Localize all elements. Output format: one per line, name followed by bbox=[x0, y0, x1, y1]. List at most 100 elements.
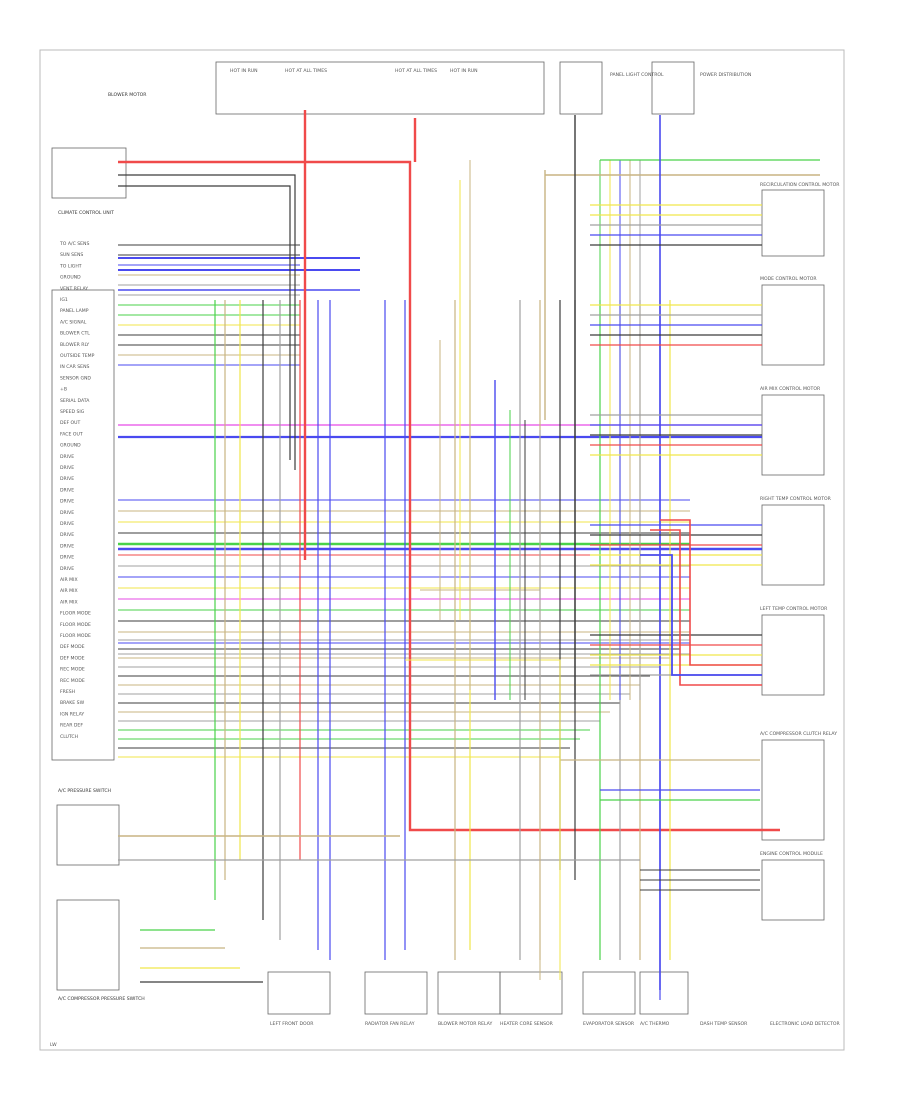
label-blower-motor: BLOWER MOTOR bbox=[108, 92, 147, 98]
red-power-wire bbox=[118, 160, 780, 832]
bottom-component-label: EVAPORATOR SENSOR bbox=[583, 1021, 635, 1027]
heater-sensor-box bbox=[499, 971, 563, 1015]
left-pin-label: DRIVE bbox=[60, 454, 74, 460]
black-feed bbox=[118, 174, 296, 470]
label-compressor-switch: A/C COMPRESSOR PRESSURE SWITCH bbox=[58, 996, 145, 1002]
right-component-label: AIR MIX CONTROL MOTOR bbox=[760, 386, 821, 392]
left-pin-label: BRAKE SW bbox=[60, 700, 85, 706]
bottom-component-label: DASH TEMP SENSOR bbox=[700, 1021, 748, 1027]
red-loop-2 bbox=[650, 529, 762, 686]
right-component-label: LEFT TEMP CONTROL MOTOR bbox=[760, 606, 828, 612]
left-pin-label: DRIVE bbox=[60, 543, 74, 549]
diagram-border bbox=[39, 49, 845, 1051]
footer-label: LW bbox=[50, 1042, 57, 1048]
left-pin-label: TO LIGHT bbox=[59, 263, 82, 269]
wire-group bbox=[118, 110, 820, 1000]
left-pin-label: FRESH bbox=[60, 689, 75, 695]
left-pin-label: DEF OUT bbox=[60, 420, 81, 426]
left-pin-label: REAR DEF bbox=[60, 723, 83, 729]
label-power-dist: POWER DISTRIBUTION bbox=[700, 72, 751, 78]
black-feed-2 bbox=[118, 185, 291, 460]
left-pin-label: DRIVE bbox=[60, 476, 74, 482]
left-pin-label: IGN RELAY bbox=[60, 711, 84, 717]
left-pin-label: DRIVE bbox=[60, 510, 74, 516]
evap-sensor-box bbox=[582, 971, 636, 1015]
left-pin-label: PANEL LAMP bbox=[60, 308, 89, 314]
left-pin-label: IG1 bbox=[60, 297, 68, 303]
climate-control-unit-box bbox=[51, 289, 115, 761]
blue-loop bbox=[640, 554, 762, 676]
bottom-component-labels: LEFT FRONT DOOR RADIATOR FAN RELAY BLOWER … bbox=[270, 1021, 840, 1027]
right-component-label: MODE CONTROL MOTOR bbox=[760, 276, 817, 282]
bottom-component-label: ELECTRONIC LOAD DETECTOR bbox=[770, 1021, 840, 1027]
left-pin-label: AIR MIX bbox=[60, 577, 78, 583]
left-pin-label: REC MODE bbox=[60, 667, 85, 673]
air-mix-motor-box bbox=[761, 394, 825, 476]
left-pin-label: IN CAR SENS bbox=[60, 364, 90, 370]
bottom-component-label: RADIATOR FAN RELAY bbox=[365, 1021, 415, 1027]
label-climate-unit: CLIMATE CONTROL UNIT bbox=[58, 210, 114, 216]
left-pin-label: DRIVE bbox=[60, 499, 74, 505]
left-pin-label: VENT RELAY bbox=[60, 286, 88, 292]
right-temp-motor-box bbox=[761, 504, 825, 586]
blower-relay-box bbox=[437, 971, 501, 1015]
bottom-component-label: HEATER CORE SENSOR bbox=[500, 1021, 554, 1027]
left-pin-label: GROUND bbox=[60, 443, 81, 449]
left-pin-label: TO A/C SENS bbox=[59, 241, 89, 247]
bottom-component-label: LEFT FRONT DOOR bbox=[270, 1021, 314, 1027]
bottom-component-label: A/C THERMO bbox=[640, 1021, 670, 1027]
power-distribution-box bbox=[651, 61, 695, 115]
left-pin-label: DRIVE bbox=[60, 555, 74, 561]
panel-light-box bbox=[559, 61, 603, 115]
thermo-box bbox=[639, 971, 689, 1015]
left-pin-label: SENSOR GND bbox=[60, 375, 91, 381]
left-pin-label: BLOWER RLY bbox=[60, 342, 89, 348]
left-pin-label: OUTSIDE TEMP bbox=[60, 353, 95, 359]
left-pin-label: FLOOR MODE bbox=[60, 633, 91, 639]
left-pin-label: DEF MODE bbox=[60, 655, 85, 661]
compressor-switch-box bbox=[56, 899, 120, 991]
left-pin-label: REC MODE bbox=[60, 678, 85, 684]
right-component-label: RECIRCULATION CONTROL MOTOR bbox=[760, 182, 840, 188]
bottom-component-label: BLOWER MOTOR RELAY bbox=[438, 1021, 492, 1027]
left-pin-label: DEF MODE bbox=[60, 644, 85, 650]
label-fuse-4: HOT IN RUN bbox=[450, 68, 478, 74]
mode-motor-box bbox=[761, 284, 825, 366]
left-pin-label: AIR MIX bbox=[60, 599, 78, 605]
left-pin-label: A/C SIGNAL bbox=[60, 319, 87, 325]
right-component-label: RIGHT TEMP CONTROL MOTOR bbox=[760, 496, 832, 502]
left-pin-label: GROUND bbox=[60, 275, 81, 281]
ecm-box bbox=[761, 859, 825, 921]
left-pin-label: DRIVE bbox=[60, 521, 74, 527]
left-pin-label: FLOOR MODE bbox=[60, 611, 91, 617]
left-pin-label: SUN SENS bbox=[60, 252, 83, 258]
left-pin-label: DRIVE bbox=[60, 532, 74, 538]
right-component-label: ENGINE CONTROL MODULE bbox=[760, 851, 823, 857]
left-pin-label: AIR MIX bbox=[60, 588, 78, 594]
right-component-label: A/C COMPRESSOR CLUTCH RELAY bbox=[760, 731, 837, 737]
left-pin-label: SPEED SIG bbox=[60, 409, 85, 415]
label-fuse-3: HOT AT ALL TIMES bbox=[395, 68, 437, 74]
left-pin-label: +B bbox=[60, 387, 67, 393]
red-loop bbox=[660, 519, 762, 666]
left-door-box bbox=[267, 971, 331, 1015]
left-pin-label: FLOOR MODE bbox=[60, 622, 91, 628]
recirc-motor-box bbox=[761, 189, 825, 257]
left-pin-label: DRIVE bbox=[60, 487, 74, 493]
compressor-relay-box bbox=[761, 739, 825, 841]
right-component-labels: RECIRCULATION CONTROL MOTOR MODE CONTROL … bbox=[760, 182, 840, 857]
left-pin-label: CLUTCH bbox=[60, 734, 78, 740]
left-pin-label: DRIVE bbox=[60, 566, 74, 572]
left-pin-labels: TO A/C SENS SUN SENS TO LIGHT GROUND VENT RE… bbox=[59, 241, 95, 740]
left-pin-label: FACE OUT bbox=[60, 431, 83, 437]
blower-motor-box bbox=[51, 147, 127, 199]
label-panel-light: PANEL LIGHT CONTROL bbox=[610, 72, 664, 78]
ac-pressure-switch-box bbox=[56, 804, 120, 866]
left-pin-label: DRIVE bbox=[60, 465, 74, 471]
left-pin-label: BLOWER CTL bbox=[60, 331, 90, 337]
fan-relay-box bbox=[364, 971, 428, 1015]
yellow-route bbox=[405, 659, 561, 980]
left-temp-motor-box bbox=[761, 614, 825, 696]
left-pin-label: SERIAL DATA bbox=[60, 398, 90, 404]
